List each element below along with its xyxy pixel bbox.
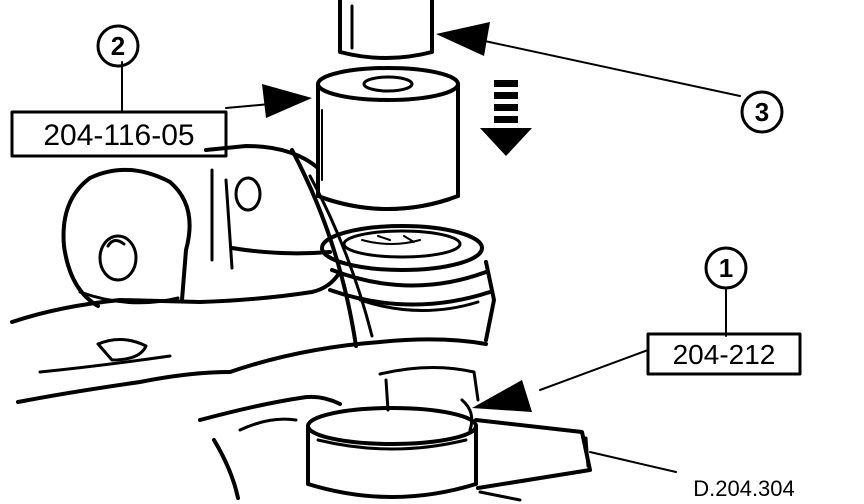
leader-callout-2 (121, 61, 312, 118)
part-label-box (10, 110, 228, 158)
callout-number: 2 (111, 31, 125, 61)
figure-reference: D.204.304 (693, 476, 795, 501)
callout-2: 2 204-116-05 (10, 24, 228, 158)
bushing-rings (320, 224, 496, 342)
arrowhead-2 (262, 84, 312, 118)
leader-figure-ref (589, 451, 677, 473)
arrowhead-1 (472, 380, 532, 412)
press-shaft (338, 0, 434, 60)
part-number: 204-212 (673, 339, 776, 370)
force-direction-arrow (480, 80, 532, 156)
callout-number: 3 (755, 97, 769, 127)
installer-tool-204-116-05 (316, 66, 460, 211)
callout-3: 3 (740, 90, 784, 134)
receiver-cup-204-212 (306, 398, 478, 499)
part-label-box (646, 332, 802, 376)
base-plate (474, 418, 592, 502)
leader-callout-1 (472, 289, 727, 412)
callout-1: 1 204-212 (646, 246, 802, 376)
arrowhead-3 (436, 22, 490, 56)
leader-callout-3 (436, 22, 741, 97)
callout-number: 1 (719, 253, 733, 283)
control-arm (10, 144, 488, 500)
part-number: 204-116-05 (43, 119, 194, 152)
